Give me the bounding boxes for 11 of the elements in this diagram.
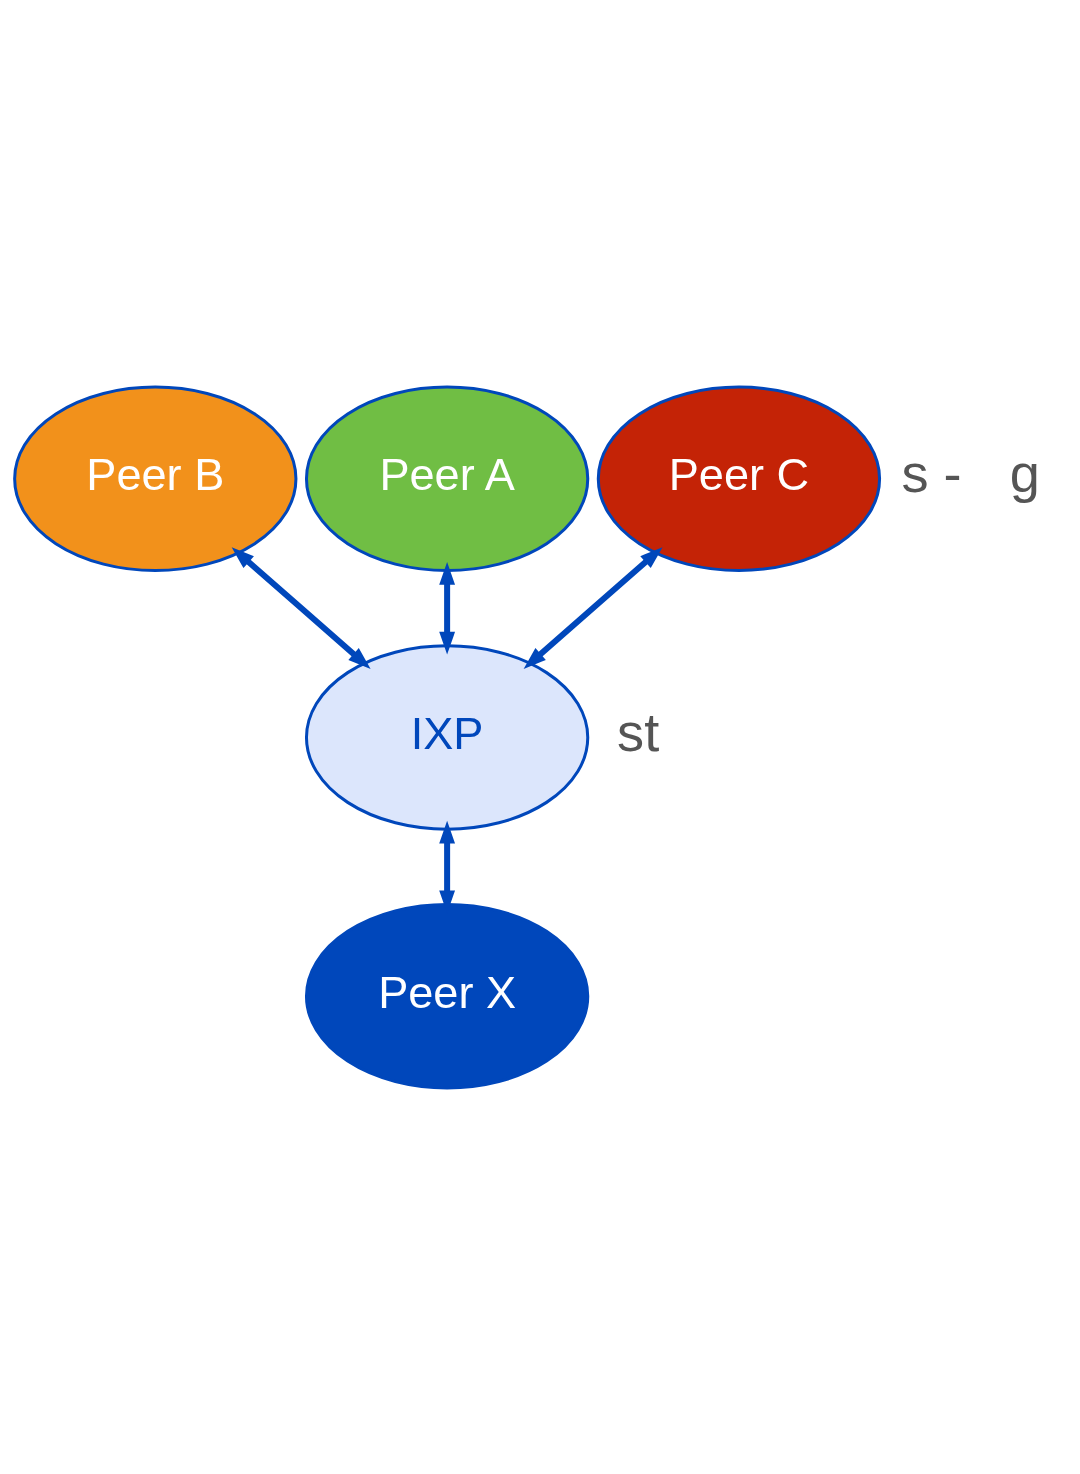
node-ellipse: Peer X [304,902,590,1089]
node-ellipse: Peer C [596,385,882,572]
arrow [523,546,663,669]
node-ellipse: IXP [304,643,590,831]
node-ellipse: Peer B [13,385,298,572]
node-ellipse: Peer A [304,385,590,572]
arrow [439,561,456,655]
label: st [617,701,660,762]
label: g [1009,442,1040,503]
label: s - [901,442,962,503]
arrow [231,546,371,669]
